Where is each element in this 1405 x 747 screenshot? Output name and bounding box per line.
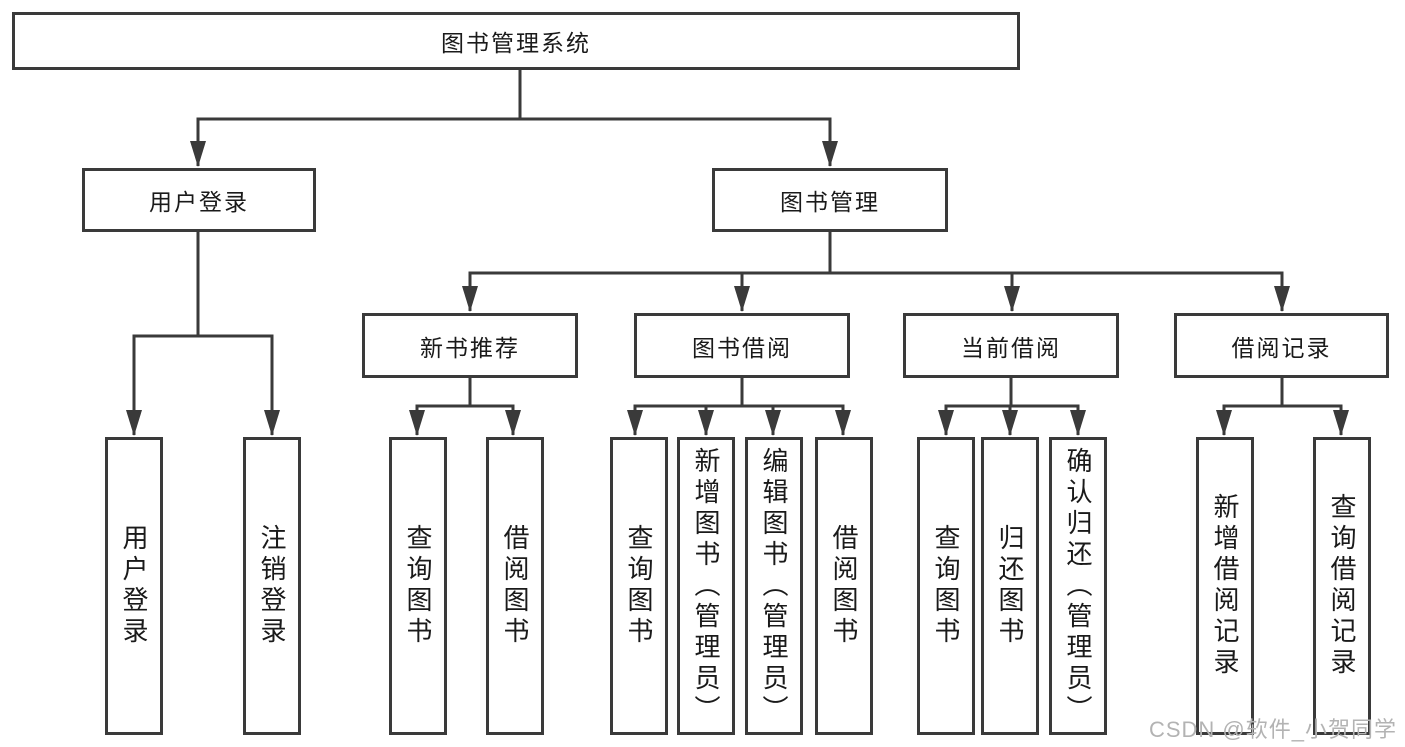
leaf-confirm-return-admin: 确认归还（管理员） bbox=[1049, 437, 1107, 735]
node-book-borrowing: 图书借阅 bbox=[634, 313, 850, 378]
leaf-borrow-books: 借阅图书 bbox=[815, 437, 873, 735]
leaf-query-books-borrow: 查询图书 bbox=[610, 437, 668, 735]
leaf-logout: 注销登录 bbox=[243, 437, 301, 735]
leaf-edit-books-admin: 编辑图书（管理员） bbox=[745, 437, 803, 735]
node-library-management-system: 图书管理系统 bbox=[12, 12, 1020, 70]
leaf-add-books-admin: 新增图书（管理员） bbox=[677, 437, 735, 735]
leaf-add-borrow-record: 新增借阅记录 bbox=[1196, 437, 1254, 735]
leaf-user-login: 用户登录 bbox=[105, 437, 163, 735]
leaf-borrow-books-recommend: 借阅图书 bbox=[486, 437, 544, 735]
leaf-query-borrow-record: 查询借阅记录 bbox=[1313, 437, 1371, 735]
connector-rails bbox=[132, 70, 1343, 435]
node-user-login: 用户登录 bbox=[82, 168, 316, 232]
leaf-query-books-recommend: 查询图书 bbox=[389, 437, 447, 735]
csdn-watermark: CSDN @软件_小贺同学 bbox=[1148, 717, 1397, 742]
arrowheads bbox=[126, 141, 1349, 436]
node-borrowing-records: 借阅记录 bbox=[1174, 313, 1389, 378]
leaf-return-books: 归还图书 bbox=[981, 437, 1039, 735]
node-current-borrowing: 当前借阅 bbox=[903, 313, 1119, 378]
leaf-query-books-current: 查询图书 bbox=[917, 437, 975, 735]
node-book-management: 图书管理 bbox=[712, 168, 948, 232]
node-new-book-recommendation: 新书推荐 bbox=[362, 313, 578, 378]
